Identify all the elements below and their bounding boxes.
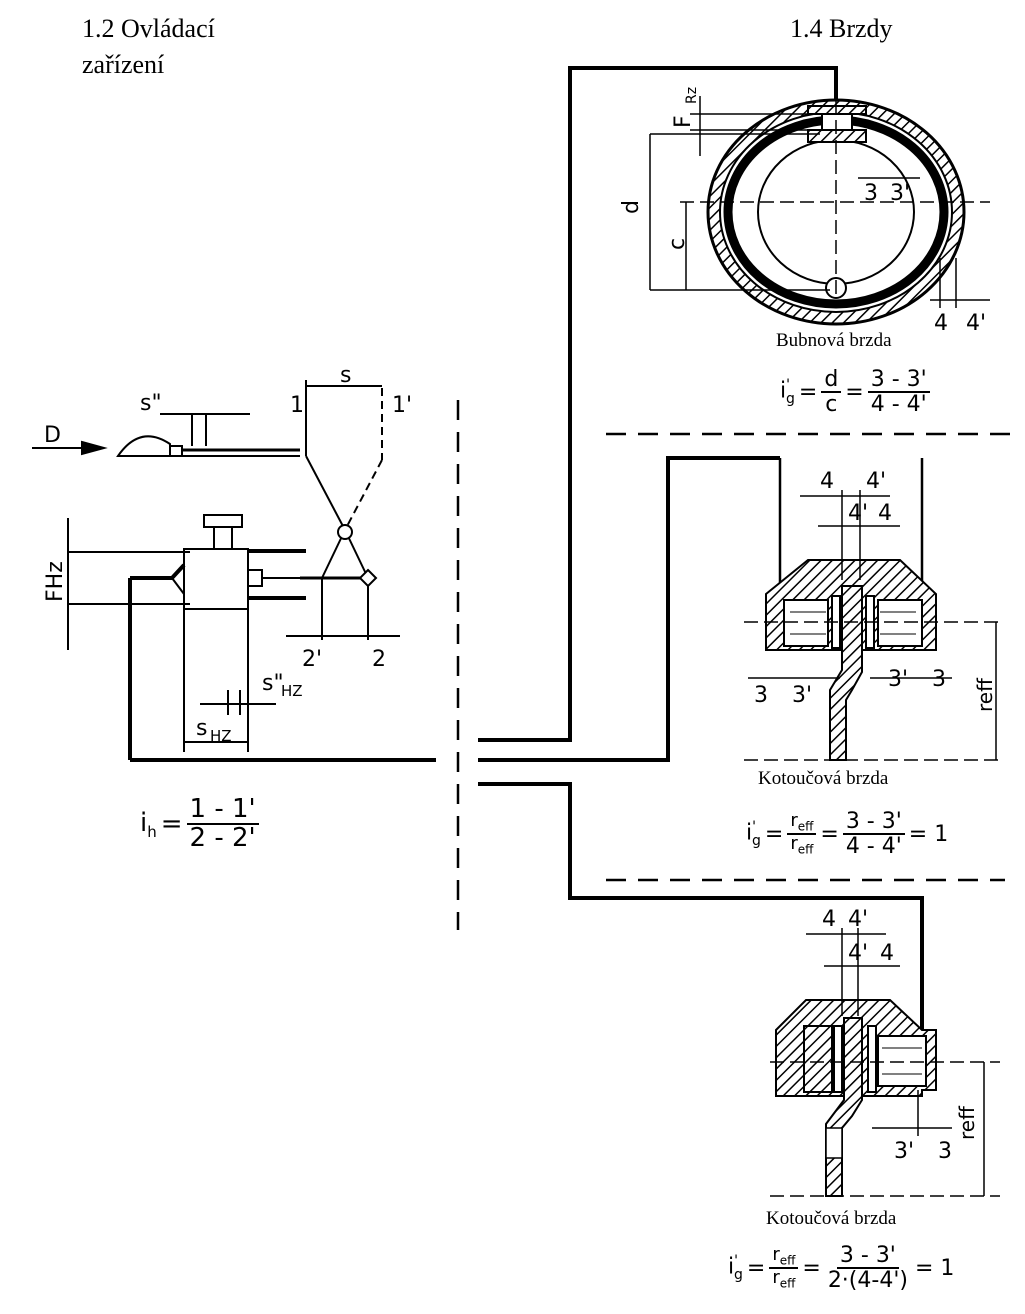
- left-section-title-line2: zařízení: [82, 50, 165, 79]
- label-d1-4p: 4': [866, 469, 886, 494]
- label-d2-4p-b: 4': [848, 941, 868, 966]
- label-FHz: FHz: [43, 561, 68, 602]
- label-s-hz-sub: HZ: [210, 727, 232, 745]
- connection-lines: [130, 66, 924, 1030]
- disc-brake-1: [744, 458, 1000, 761]
- dashed-separators: [456, 400, 1015, 930]
- label-2: 2: [372, 647, 386, 672]
- label-1p: 1': [392, 393, 412, 418]
- actuation-device: [32, 380, 400, 760]
- label-d1-3p-r: 3': [888, 667, 908, 692]
- label-1: 1: [290, 393, 304, 418]
- caption-drum-brake: Bubnová brzda: [776, 330, 892, 351]
- label-s-hz-dd-sub: HZ: [281, 682, 303, 700]
- label-d: d: [619, 200, 644, 214]
- label-s-hz: s: [196, 716, 207, 741]
- left-section-title: 1.2 Ovládací: [82, 14, 215, 43]
- label-d1-4-b: 4: [878, 501, 892, 526]
- drum-brake: [649, 96, 990, 326]
- label-d2-4p: 4': [848, 907, 868, 932]
- label-drum-3p: 3': [890, 181, 910, 206]
- label-d1-reff: reff: [973, 677, 997, 712]
- label-d1-4: 4: [820, 469, 834, 494]
- label-d1-3: 3: [754, 683, 768, 708]
- label-drum-4: 4: [934, 311, 948, 336]
- label-d1-3p: 3': [792, 683, 812, 708]
- diagram-labels: D s s" 1 1' 2' 2 FHz s" HZ s HZ F Rz d c…: [43, 87, 997, 1164]
- label-F: F: [671, 115, 696, 128]
- label-s: s: [340, 363, 351, 388]
- caption-disc-brake-2: Kotoučová brzda: [766, 1208, 897, 1229]
- label-c: c: [665, 238, 690, 250]
- label-2p: 2': [302, 647, 322, 672]
- label-s-hz-dd: s": [262, 671, 284, 696]
- label-drum-4p: 4': [966, 311, 986, 336]
- label-F-sub: Rz: [684, 87, 700, 104]
- label-d2-reff: reff: [955, 1105, 979, 1140]
- label-d1-3-r: 3: [932, 667, 946, 692]
- label-s-dd: s": [140, 391, 162, 416]
- caption-disc-brake-1: Kotoučová brzda: [758, 768, 889, 789]
- label-drum-3: 3: [864, 181, 878, 206]
- label-D: D: [44, 423, 61, 448]
- label-d1-4p-b: 4': [848, 501, 868, 526]
- formula-ih: ih = 1 - 1'2 - 2': [140, 795, 259, 853]
- label-d2-3p: 3': [894, 1139, 914, 1164]
- label-d2-3: 3: [938, 1139, 952, 1164]
- disc-brake-2: [770, 928, 1000, 1197]
- label-d2-4: 4: [822, 907, 836, 932]
- label-d2-4-b: 4: [880, 941, 894, 966]
- right-section-title: 1.4 Brzdy: [790, 14, 893, 43]
